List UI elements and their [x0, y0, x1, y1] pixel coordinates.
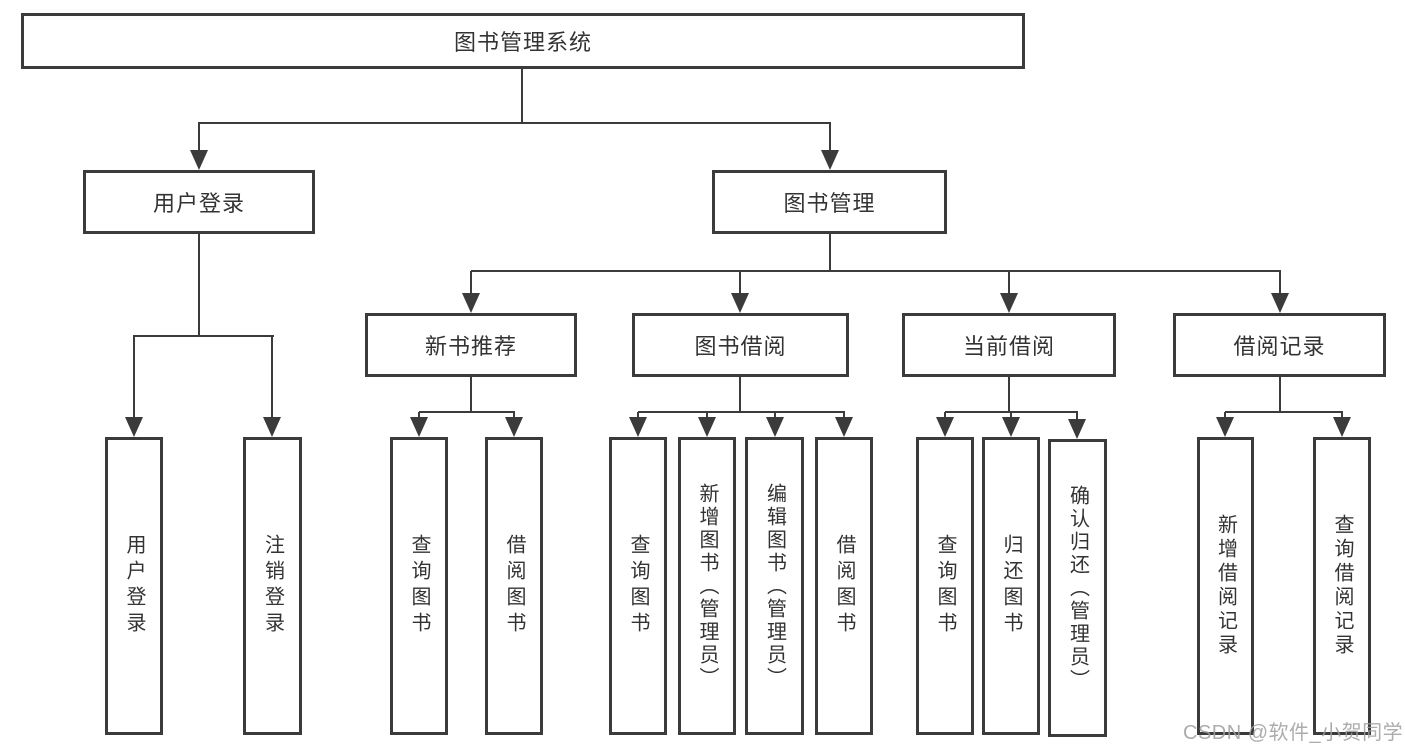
node-label: 用户登录	[123, 534, 145, 638]
node-book-borrowing: 图书借阅	[632, 313, 849, 377]
arrowhead-down-icon	[263, 417, 281, 437]
node-user-login: 用户登录	[83, 170, 315, 234]
connector-stem	[1008, 377, 1010, 412]
connector-drop	[706, 412, 708, 419]
connector-root-branch	[198, 122, 831, 124]
connector-root-right-drop	[829, 123, 831, 153]
leaf-add-borrow-record: 新增借阅记录	[1197, 437, 1254, 735]
leaf-confirm-return-admin: 确认归还（管理员）	[1048, 439, 1107, 737]
connector-drop	[1008, 271, 1010, 293]
arrowhead-down-icon	[835, 417, 853, 437]
connector-drop	[637, 412, 639, 419]
node-label: 编辑图书（管理员）	[763, 482, 786, 690]
node-label: 当前借阅	[962, 334, 1055, 359]
connector-branch	[638, 411, 845, 413]
connector-drop	[1341, 412, 1343, 419]
arrowhead-down-icon	[629, 417, 647, 437]
node-label: 图书管理	[783, 191, 876, 216]
node-label: 借阅图书	[503, 534, 525, 638]
connector-drop	[133, 336, 135, 418]
leaf-query-books: 查询图书	[390, 437, 448, 735]
node-label: 查询图书	[627, 534, 649, 638]
node-book-management: 图书管理	[712, 170, 947, 234]
leaf-query-books: 查询图书	[609, 437, 667, 735]
arrowhead-down-icon	[821, 150, 839, 170]
arrowhead-down-icon	[1000, 293, 1018, 313]
connector-branch	[419, 411, 515, 413]
leaf-borrow-books: 借阅图书	[815, 437, 873, 735]
arrowhead-down-icon	[1002, 417, 1020, 437]
node-label: 图书管理系统	[453, 30, 592, 55]
node-current-borrowing: 当前借阅	[902, 313, 1116, 377]
arrowhead-down-icon	[462, 293, 480, 313]
arrowhead-down-icon	[1216, 417, 1234, 437]
node-label: 新增借阅记录	[1214, 514, 1237, 658]
leaf-query-borrow-record: 查询借阅记录	[1313, 437, 1371, 735]
node-label: 图书借阅	[694, 334, 787, 359]
connector-drop	[418, 412, 420, 419]
node-label: 新书推荐	[424, 334, 517, 359]
node-library-management-system: 图书管理系统	[21, 13, 1025, 69]
arrowhead-down-icon	[505, 417, 523, 437]
connector-drop	[271, 336, 273, 418]
node-label: 查询图书	[934, 534, 956, 638]
connector-drop	[470, 271, 472, 293]
connector-drop	[513, 412, 515, 419]
node-label: 借阅记录	[1233, 334, 1326, 359]
connector-branch	[1225, 411, 1343, 413]
node-label: 用户登录	[152, 191, 245, 216]
arrowhead-down-icon	[936, 417, 954, 437]
node-label: 查询借阅记录	[1331, 514, 1353, 658]
connector-stem	[739, 377, 741, 412]
leaf-user-login: 用户登录	[105, 437, 163, 735]
csdn-watermark: CSDN @软件_小贺同学	[1183, 722, 1404, 744]
connector-drop	[1279, 271, 1281, 293]
node-borrowing-records: 借阅记录	[1173, 313, 1386, 377]
leaf-query-books: 查询图书	[916, 437, 974, 735]
arrowhead-down-icon	[698, 417, 716, 437]
arrowhead-down-icon	[410, 417, 428, 437]
arrowhead-down-icon	[190, 150, 208, 170]
connector-root-left-drop	[198, 123, 200, 153]
leaf-logout: 注销登录	[243, 437, 302, 735]
connector-stem	[470, 377, 472, 412]
connector-user-login-branch	[133, 335, 274, 337]
node-new-book-recommendation: 新书推荐	[365, 313, 577, 377]
arrowhead-down-icon	[1271, 293, 1289, 313]
node-label: 归还图书	[1000, 534, 1022, 638]
connector-book-mgmt-stem	[829, 234, 831, 272]
connector-drop	[739, 271, 741, 293]
connector-drop	[1076, 412, 1078, 419]
connector-drop	[1224, 412, 1226, 419]
connector-drop	[944, 412, 946, 419]
node-label: 确认归还（管理员）	[1066, 484, 1089, 692]
arrowhead-down-icon	[766, 417, 784, 437]
leaf-borrow-books: 借阅图书	[485, 437, 543, 735]
leaf-edit-books-admin: 编辑图书（管理员）	[745, 437, 804, 735]
connector-drop	[1010, 412, 1012, 419]
leaf-return-books: 归还图书	[982, 437, 1040, 735]
connector-stem	[1279, 377, 1281, 412]
arrowhead-down-icon	[125, 417, 143, 437]
node-label: 新增图书（管理员）	[696, 482, 718, 690]
connector-book-mgmt-branch	[471, 270, 1281, 272]
node-label: 借阅图书	[833, 534, 855, 638]
leaf-add-books-admin: 新增图书（管理员）	[678, 437, 736, 735]
connector-drop	[774, 412, 776, 419]
arrowhead-down-icon	[731, 293, 749, 313]
node-label: 注销登录	[261, 534, 284, 638]
connector-user-login-stem	[198, 234, 200, 336]
arrowhead-down-icon	[1333, 417, 1351, 437]
connector-root-stem	[521, 69, 523, 123]
arrowhead-down-icon	[1068, 419, 1086, 439]
node-label: 查询图书	[408, 534, 430, 638]
connector-drop	[843, 412, 845, 419]
